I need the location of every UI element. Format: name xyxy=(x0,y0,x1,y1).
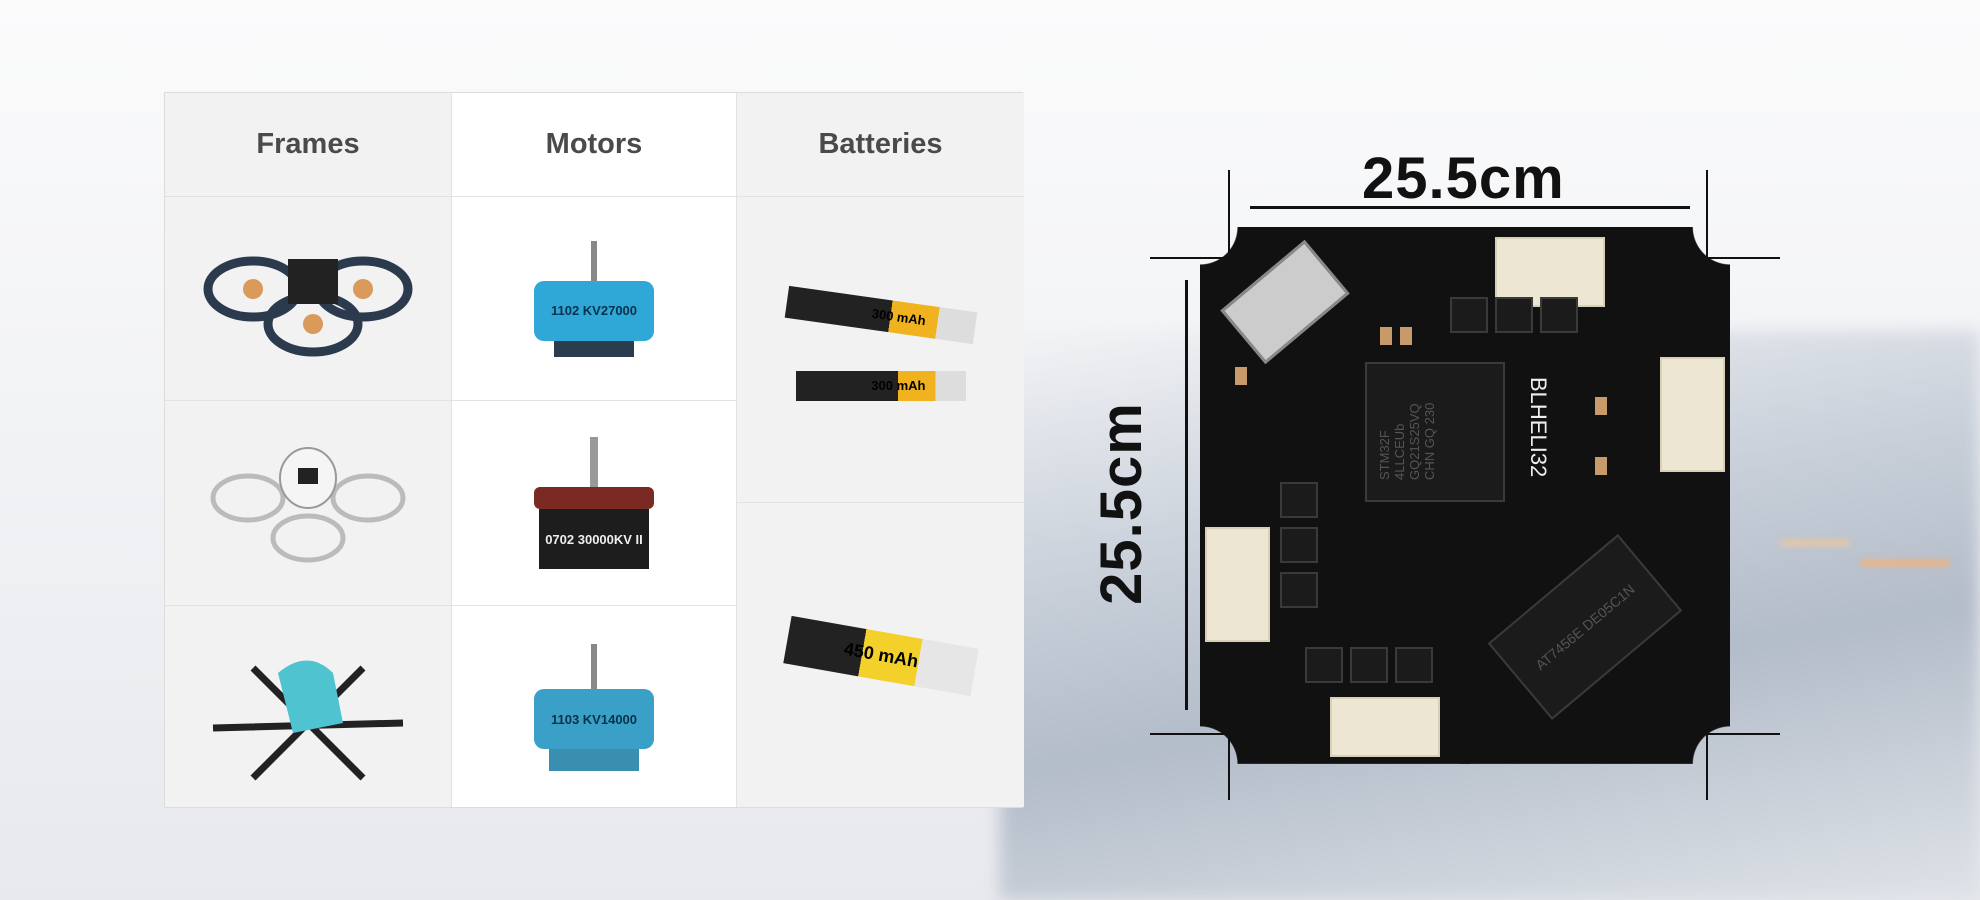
batteries-column: Batteries 300 mAh 300 mAh 450 mAh xyxy=(737,93,1024,807)
mosfet xyxy=(1305,647,1343,683)
usb-port xyxy=(1220,239,1350,365)
motor-bell xyxy=(534,487,654,509)
flight-controller-board: STM32F 4LLCEUb GQ21S25VQ CHN GQ 230 BLHE… xyxy=(1200,227,1730,764)
motor-base xyxy=(549,749,639,771)
motor-image: 0702 30000KV II xyxy=(539,509,649,569)
battery-image: 450 mAh xyxy=(782,615,979,697)
header-frames: Frames xyxy=(165,93,451,197)
whoop-frame-dark-image xyxy=(203,256,413,356)
mosfet xyxy=(1540,297,1578,333)
height-label: 25.5cm xyxy=(1088,402,1154,605)
mosfet xyxy=(1350,647,1388,683)
battery-item: 450 mAh xyxy=(737,503,1024,809)
connector-right xyxy=(1660,357,1725,472)
toothpick-frame-image xyxy=(212,660,404,780)
battery-image: 300 mAh xyxy=(784,285,977,344)
smd-component xyxy=(1235,367,1247,385)
osd-chip: AT7456E DE05C1N xyxy=(1487,534,1683,720)
whoop-frame-white-image xyxy=(210,447,406,563)
mosfet xyxy=(1495,297,1533,333)
width-label: 25.5cm xyxy=(1362,146,1565,211)
dimension-line-v xyxy=(1185,280,1188,710)
header-motors: Motors xyxy=(452,93,736,197)
motor-shaft xyxy=(591,240,597,281)
mosfet xyxy=(1450,297,1488,333)
motor-base xyxy=(554,340,634,357)
dimension-line-h xyxy=(1250,206,1690,209)
frame-item xyxy=(165,606,451,809)
mosfet xyxy=(1280,527,1318,563)
frame-item xyxy=(165,401,451,606)
motor-image: 1103 KV14000 xyxy=(534,689,654,749)
mosfet xyxy=(1280,482,1318,518)
mosfet xyxy=(1395,647,1433,683)
compatibility-table: Frames Motors 1102 KV27000 0702 30000KV … xyxy=(164,92,1024,808)
motor-item: 1102 KV27000 xyxy=(452,197,736,401)
mosfet xyxy=(1280,572,1318,608)
motor-item: 0702 30000KV II xyxy=(452,401,736,606)
frame-item xyxy=(165,197,451,401)
header-batteries: Batteries xyxy=(737,93,1024,197)
connector-bottom xyxy=(1330,697,1440,757)
battery-item: 300 mAh 300 mAh xyxy=(737,197,1024,503)
light-streak xyxy=(1860,560,1950,566)
motors-column: Motors 1102 KV27000 0702 30000KV II 1103… xyxy=(452,93,737,807)
mcu-chip: STM32F 4LLCEUb GQ21S25VQ CHN GQ 230 xyxy=(1365,362,1505,502)
battery-image: 300 mAh xyxy=(795,370,966,401)
light-streak xyxy=(1780,540,1850,546)
motor-item: 1103 KV14000 xyxy=(452,606,736,809)
frames-column: Frames xyxy=(165,93,452,807)
connector-left xyxy=(1205,527,1270,642)
smd-component xyxy=(1595,397,1607,415)
firmware-label: BLHELI32 xyxy=(1526,377,1551,478)
connector-top xyxy=(1495,237,1605,307)
smd-component xyxy=(1595,457,1607,475)
smd-component xyxy=(1380,327,1392,345)
motor-shaft xyxy=(591,644,597,689)
motor-shaft xyxy=(590,437,598,487)
smd-component xyxy=(1400,327,1412,345)
motor-image: 1102 KV27000 xyxy=(534,280,654,341)
